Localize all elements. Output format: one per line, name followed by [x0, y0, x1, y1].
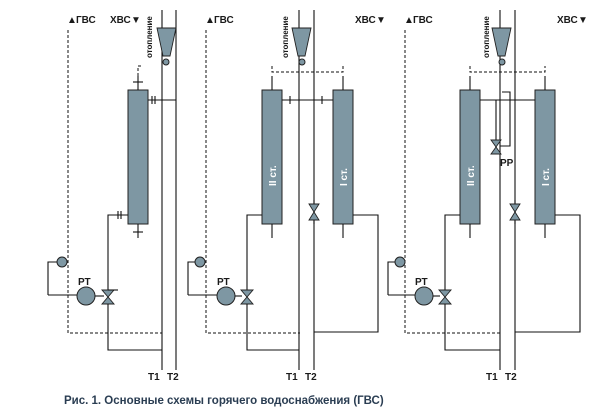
sensor-icon [56, 256, 68, 268]
figure-caption: Рис. 1. Основные схемы горячего водоснаб… [64, 395, 384, 407]
hvs-arrow-icon: ▼ [376, 15, 386, 26]
heating-funnel-icon [291, 27, 312, 57]
t1-label: Т1 [486, 372, 498, 383]
stage-1-label: I ст. [541, 168, 552, 186]
hvs-label: ХВС [110, 15, 131, 26]
stage-1-label: I ст. [339, 168, 350, 186]
rr-valve-icon [490, 146, 502, 155]
heat-exchanger-stage-1 [534, 89, 556, 225]
rt-label: РТ [78, 277, 91, 288]
sensor-icon [194, 256, 206, 268]
valve-icon [308, 211, 320, 221]
heating-label: отопление [145, 16, 154, 58]
t2-label: Т2 [505, 372, 517, 383]
hvs-label: ХВС [355, 15, 376, 26]
pump-icon [216, 286, 236, 306]
gvs-label: ГВС [76, 15, 96, 26]
pump-icon [414, 286, 434, 306]
valve-icon [509, 211, 521, 221]
control-valve-icon [240, 296, 254, 305]
scheme-1: ▲ ГВС ХВС ▼ Т1 Т2 отопление РТ [47, 10, 179, 383]
t2-label: Т2 [167, 372, 179, 383]
heating-label: отопление [482, 16, 491, 58]
scheme-2: ▲ ГВС ХВС ▼ Т1 Т2 отопление II ст. I ст. [187, 10, 386, 383]
heating-label: отопление [281, 16, 290, 58]
heating-funnel-icon [491, 27, 512, 57]
control-valve-icon [101, 296, 115, 305]
t1-label: Т1 [286, 372, 298, 383]
t2-label: Т2 [305, 372, 317, 383]
rt-label: РТ [217, 277, 230, 288]
heating-pump-icon [162, 58, 170, 66]
t1-label: Т1 [148, 372, 160, 383]
heat-exchanger-stage-2 [459, 89, 481, 225]
gvs-label: ГВС [214, 15, 234, 26]
control-valve-icon [438, 296, 452, 305]
pump-icon [76, 286, 96, 306]
heat-exchanger-stage-2 [261, 89, 283, 225]
hvs-arrow-icon: ▼ [578, 15, 588, 26]
rt-label: РТ [415, 277, 428, 288]
heating-funnel-icon [156, 27, 177, 57]
gvs-arrow-icon: ▲ [67, 15, 77, 26]
heat-exchanger-stage-1 [332, 89, 354, 225]
rr-label: РР [500, 158, 514, 169]
sensor-icon [394, 256, 406, 268]
stage-2-label: II ст. [466, 165, 477, 186]
heat-exchanger-1 [127, 89, 149, 225]
hvs-label: ХВС [557, 15, 578, 26]
scheme-3: ▲ ГВС ХВС ▼ Т1 Т2 отопление II ст. I ст.… [387, 10, 588, 383]
stage-2-label: II ст. [268, 165, 279, 186]
hvs-arrow-icon: ▼ [131, 15, 141, 26]
gvs-arrow-icon: ▲ [205, 15, 215, 26]
gvs-arrow-icon: ▲ [404, 15, 414, 26]
gvs-label: ГВС [413, 15, 433, 26]
